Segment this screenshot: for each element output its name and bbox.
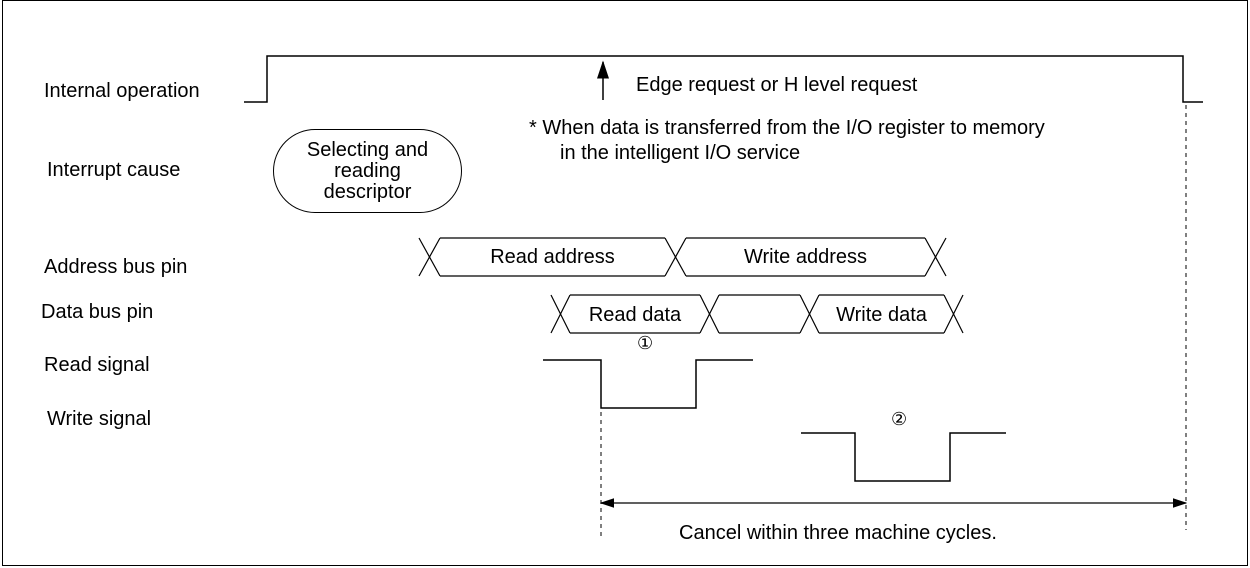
signal-label-read-signal: Read signal xyxy=(44,354,150,376)
read-marker: ① xyxy=(637,333,654,353)
signal-label-internal-operation: Internal operation xyxy=(44,80,200,102)
address-bus-waveform xyxy=(418,237,947,277)
signal-label-interrupt-cause: Interrupt cause xyxy=(47,159,181,181)
transfer-note-line-2: in the intelligent I/O service xyxy=(560,142,801,164)
cancel-label: Cancel within three machine cycles. xyxy=(679,522,997,544)
selecting-descriptor-box: Selecting and reading descriptor xyxy=(273,129,462,213)
edge-request-label: Edge request or H level request xyxy=(636,74,918,96)
signal-label-write-signal: Write signal xyxy=(47,408,152,430)
read-address-label: Read address xyxy=(490,246,615,268)
write-address-label: Write address xyxy=(743,246,867,268)
data-bus-waveform xyxy=(550,294,964,334)
transfer-note-line-1: * When data is transferred from the I/O … xyxy=(529,117,1045,139)
signal-label-address-bus-pin: Address bus pin xyxy=(44,256,188,278)
signal-label-data-bus-pin: Data bus pin xyxy=(41,301,154,323)
read-signal-waveform xyxy=(543,359,753,409)
write-signal-waveform xyxy=(801,432,1006,482)
write-marker: ② xyxy=(891,409,908,429)
write-data-label: Write data xyxy=(836,304,927,326)
selecting-descriptor-text: Selecting and reading descriptor xyxy=(306,138,429,203)
internal-operation-waveform xyxy=(244,55,1203,103)
read-data-label: Read data xyxy=(588,304,682,326)
